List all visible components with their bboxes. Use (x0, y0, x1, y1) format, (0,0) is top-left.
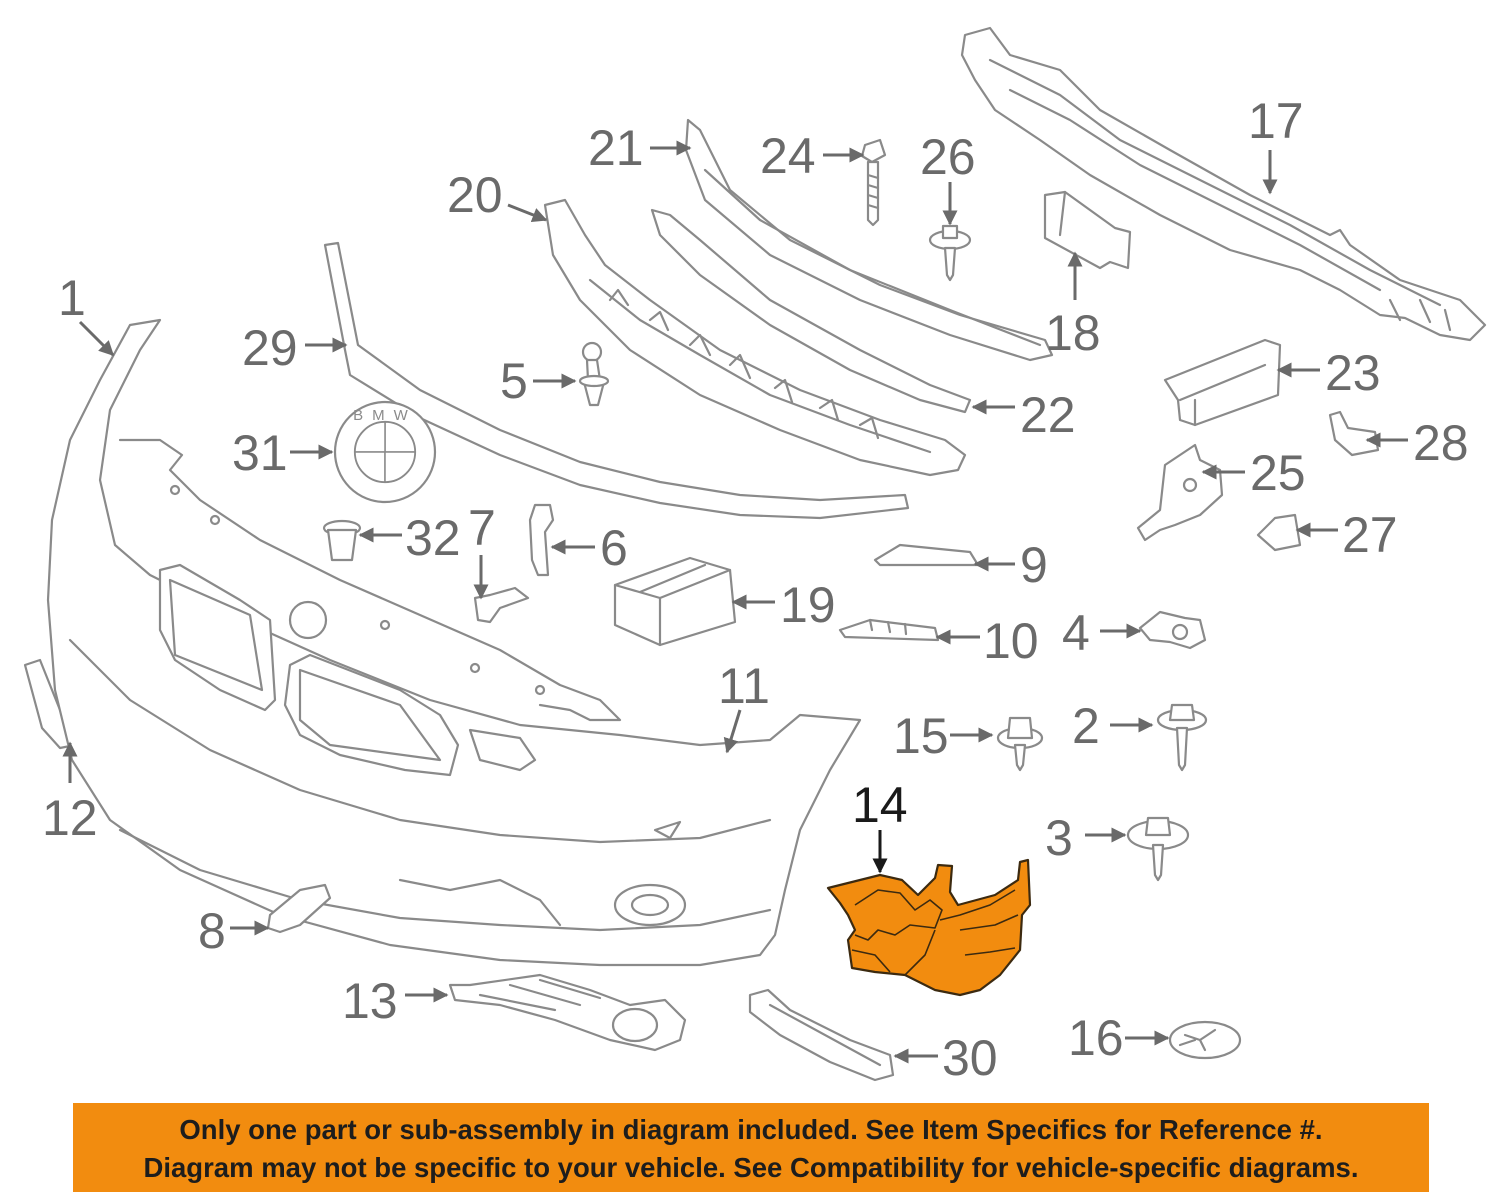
parts-diagram: BMW (23, 26, 1487, 1086)
callout-6: 6 (600, 520, 628, 576)
callout-32: 32 (405, 510, 461, 566)
part-16-clip (1168, 1020, 1242, 1060)
callout-15: 15 (893, 708, 949, 764)
part-21-absorber-upper (684, 118, 1054, 362)
part-5-push-pin (578, 341, 610, 407)
part-18-bracket (1043, 190, 1132, 270)
callout-arrows (62, 140, 1408, 1064)
part-9-trim-piece (873, 543, 980, 567)
part-23-mount-bracket (1163, 338, 1282, 427)
part-14-bumper-bracket-highlighted (826, 858, 1032, 997)
part-1-bumper-cover (46, 318, 862, 967)
callout-7: 7 (468, 500, 496, 556)
part-29-trim-strip (323, 241, 910, 520)
part-4-clip-nut (1138, 610, 1207, 650)
callout-1: 1 (58, 270, 86, 326)
part-17-bumper-reinforcement (960, 26, 1487, 342)
part-24-bolt (860, 138, 887, 227)
callout-29: 29 (242, 320, 298, 376)
callout-5: 5 (500, 353, 528, 409)
part-3-screw (1126, 816, 1190, 882)
part-6-clip (528, 503, 555, 577)
callout-10: 10 (983, 613, 1039, 669)
callout-30: 30 (942, 1030, 998, 1086)
callout-19: 19 (780, 577, 836, 633)
callout-2: 2 (1072, 698, 1100, 754)
part-30-lower-grille (748, 988, 895, 1082)
callout-9: 9 (1020, 537, 1048, 593)
callout-labels: 1 2 3 4 5 6 7 8 9 10 11 12 13 14 15 16 1… (42, 93, 1469, 1086)
callout-25: 25 (1250, 445, 1306, 501)
callout-23: 23 (1325, 345, 1381, 401)
part-19-foam-block (613, 556, 737, 647)
part-7-bracket (473, 586, 530, 624)
part-13-fog-grille (448, 973, 687, 1052)
callout-12: 12 (42, 790, 98, 846)
callout-8: 8 (198, 903, 226, 959)
part-28-small-bracket (1328, 410, 1380, 457)
part-8-bracket (266, 883, 332, 934)
callout-17: 17 (1248, 93, 1304, 149)
callout-14: 14 (852, 777, 908, 833)
callout-16: 16 (1068, 1010, 1124, 1066)
emblem-lettering: BMW (353, 407, 417, 424)
disclaimer-banner: Only one part or sub-assembly in diagram… (73, 1103, 1429, 1192)
callout-26: 26 (920, 129, 976, 185)
part-27-sensor-cap (1256, 513, 1302, 552)
callout-24: 24 (760, 128, 816, 184)
part-22-bracket-strip (650, 208, 972, 414)
part-20-energy-absorber (543, 198, 967, 477)
part-26-clip-nut (928, 224, 972, 282)
callout-20: 20 (447, 167, 503, 223)
callout-22: 22 (1020, 387, 1076, 443)
part-10-bracket (838, 618, 940, 642)
part-2-screw (1156, 703, 1208, 772)
callout-18: 18 (1045, 305, 1101, 361)
callout-4: 4 (1062, 605, 1090, 661)
part-32-grommet (322, 519, 362, 562)
callout-27: 27 (1342, 507, 1398, 563)
callout-31: 31 (232, 425, 288, 481)
callout-21: 21 (588, 120, 644, 176)
callout-28: 28 (1413, 415, 1469, 471)
callout-11: 11 (718, 658, 770, 714)
callout-3: 3 (1045, 810, 1073, 866)
disclaimer-line-2: Diagram may not be specific to your vehi… (143, 1152, 1359, 1183)
callout-13: 13 (342, 973, 398, 1029)
disclaimer-line-1: Only one part or sub-assembly in diagram… (179, 1114, 1323, 1145)
part-31-emblem: BMW (333, 400, 437, 504)
part-15-screw (996, 716, 1044, 772)
part-25-sensor-bracket (1136, 443, 1224, 542)
